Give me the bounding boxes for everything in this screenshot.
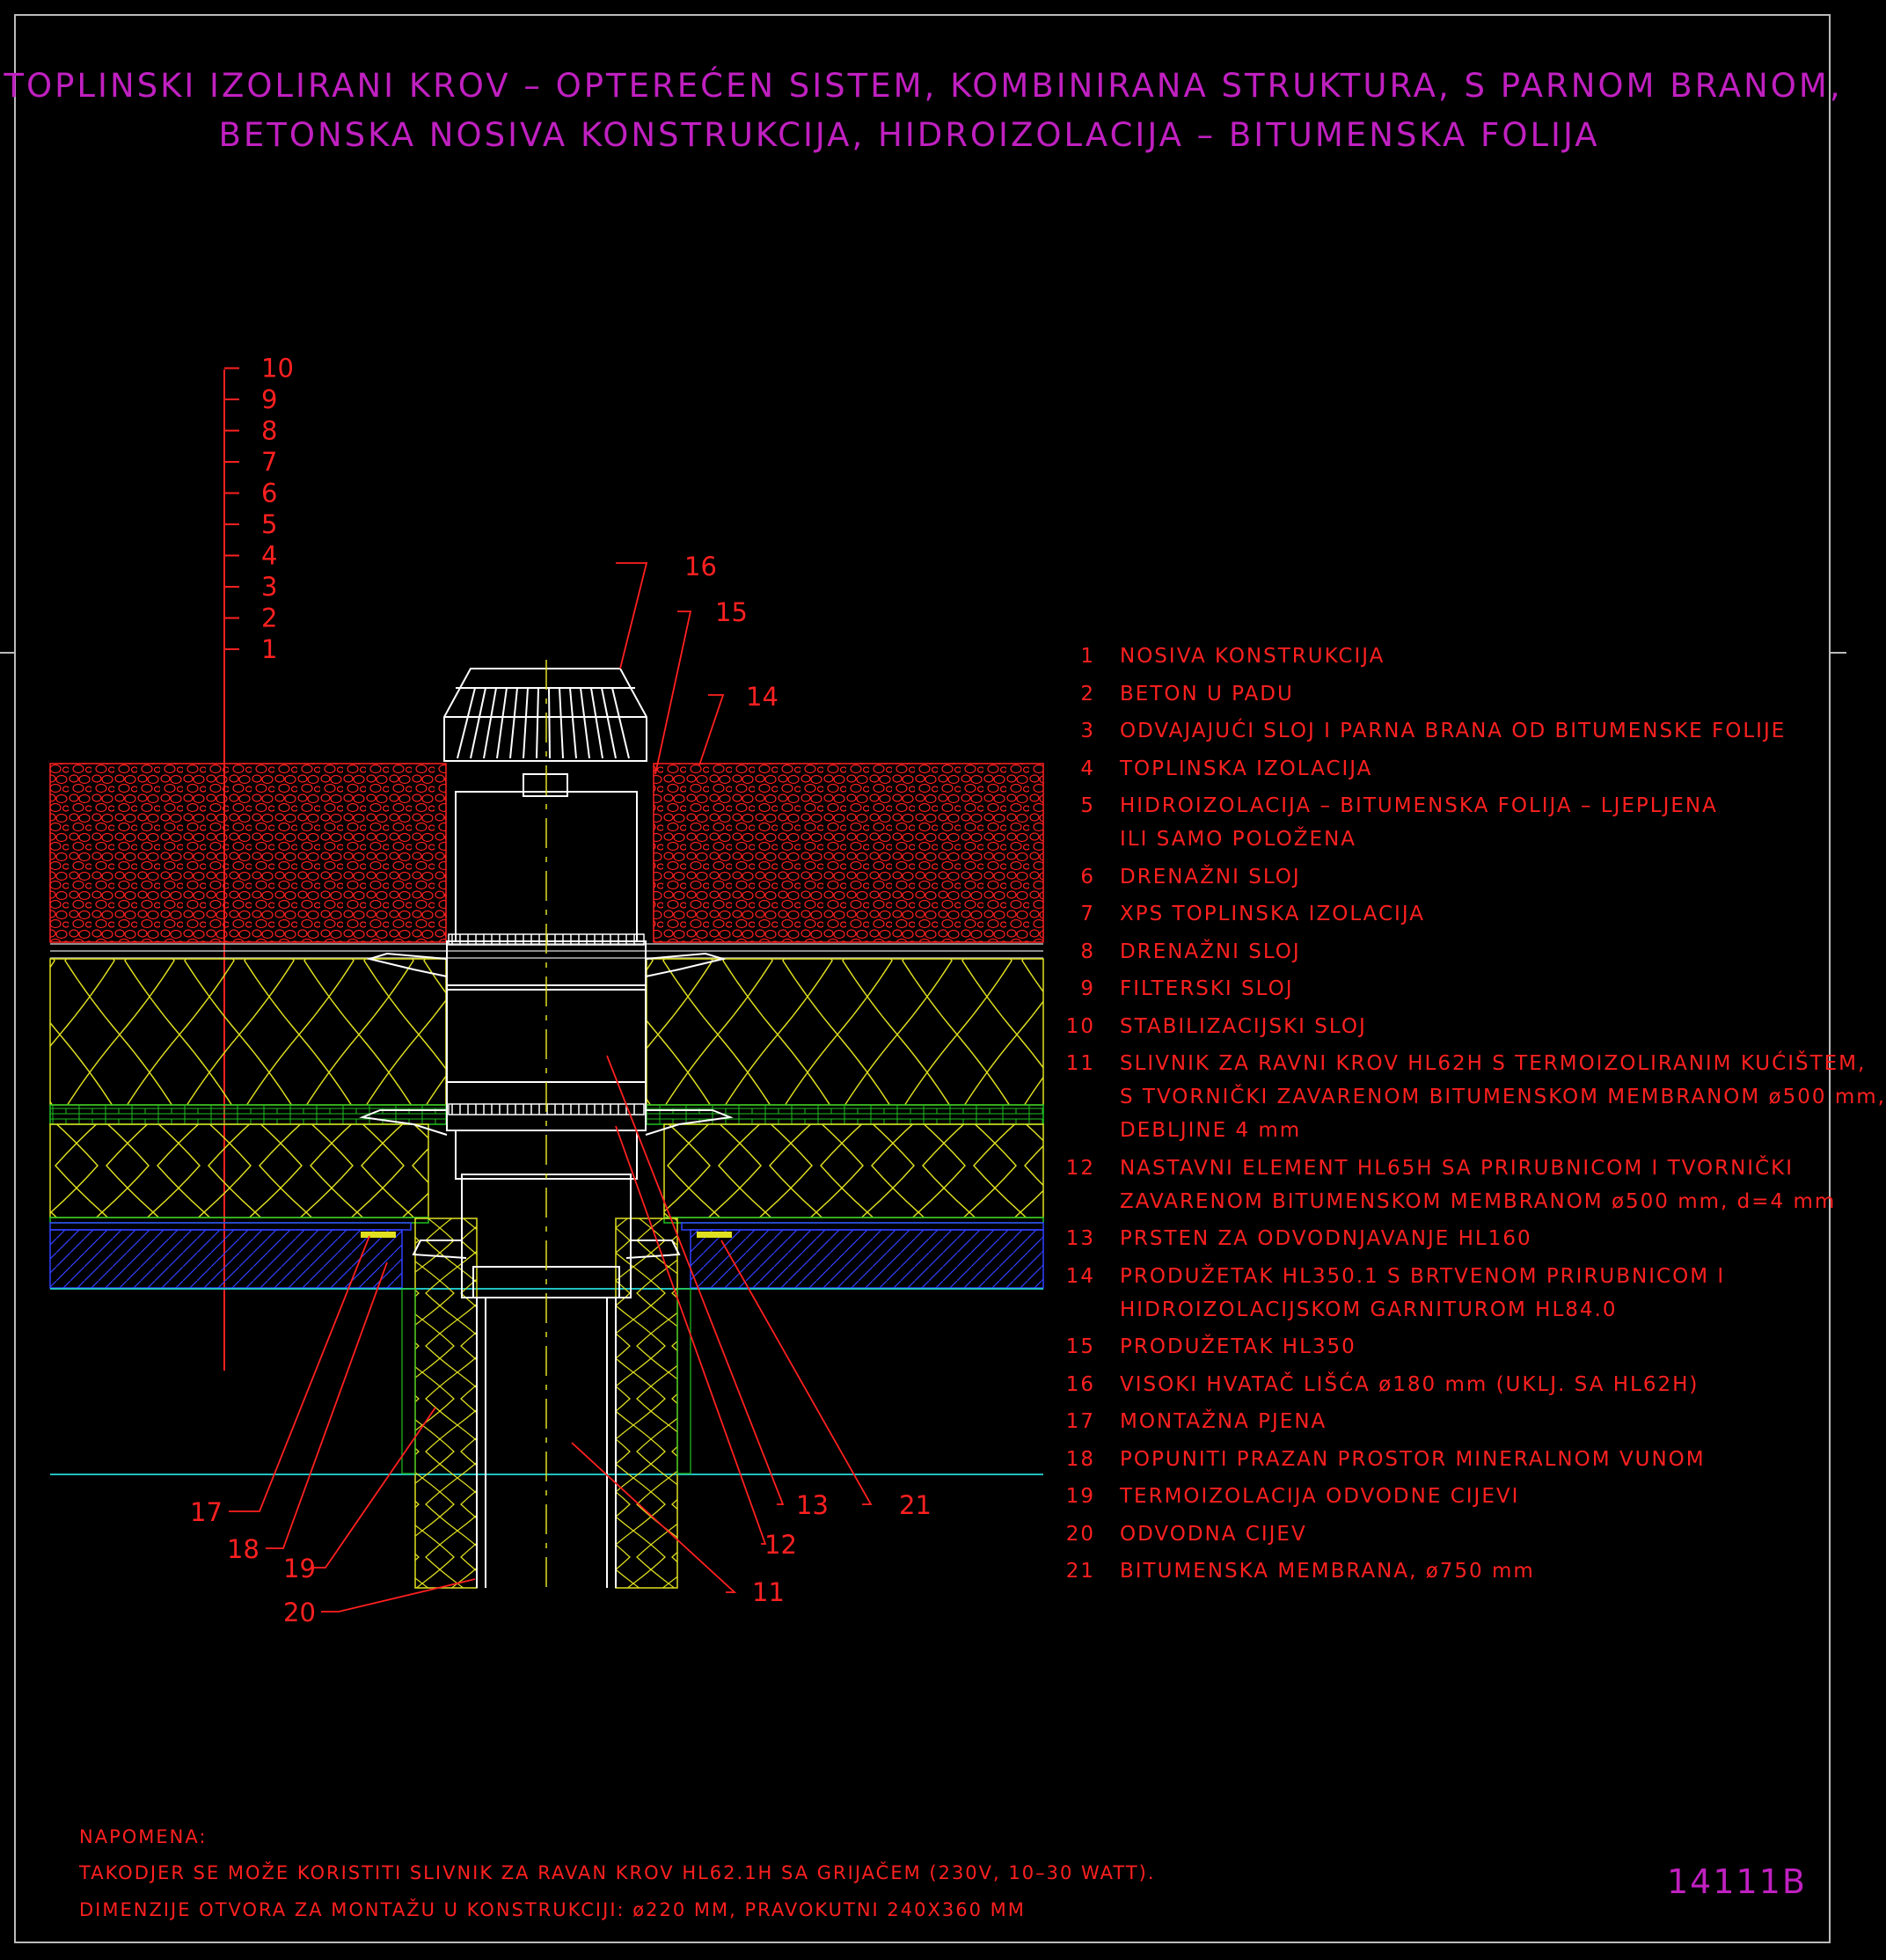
- drainage-ring-left: [361, 1232, 396, 1238]
- legend-text: STABILIZACIJSKI SLOJ: [1120, 1014, 1367, 1038]
- legend-text: ILI SAMO POLOŽENA: [1120, 828, 1357, 851]
- legend-number: 10: [1065, 1014, 1095, 1038]
- legend-text: NOSIVA KONSTRUKCIJA: [1120, 645, 1385, 668]
- legend-text: PRODUŽETAK HL350.1 S BRTVENOM PRIRUBNICO…: [1120, 1264, 1726, 1288]
- legend-number: 13: [1065, 1227, 1095, 1250]
- concrete-slope-right: [690, 1229, 1044, 1289]
- scale-label-4: 4: [261, 541, 277, 571]
- legend-number: 9: [1080, 977, 1095, 1000]
- callout-21: 21: [899, 1490, 932, 1520]
- scale-label-5: 5: [261, 509, 277, 539]
- legend-text: PRSTEN ZA ODVODNJAVANJE HL160: [1120, 1227, 1532, 1250]
- callout-labels: 11 12 13 14 15 16 17 18 19 20 21: [190, 552, 932, 1627]
- legend-number: 7: [1080, 903, 1095, 925]
- thermal-insulation-right: [663, 1123, 1044, 1218]
- drawing-number: 14111B: [1667, 1862, 1807, 1901]
- pipe-insulation-left: [414, 1218, 478, 1589]
- legend-text: MONTAŽNA PJENA: [1120, 1410, 1327, 1433]
- xps-insulation-right: [646, 958, 1044, 1106]
- scale-label-6: 6: [261, 479, 277, 508]
- legend-number: 1: [1080, 645, 1095, 668]
- legend-number: 17: [1065, 1410, 1095, 1433]
- thermal-insulation-left: [49, 1123, 429, 1218]
- callout-12: 12: [764, 1530, 797, 1560]
- legend-text: PRODUŽETAK HL350: [1120, 1335, 1356, 1358]
- note-line-1: TAKODJER SE MOŽE KORISTITI SLIVNIK ZA RA…: [79, 1862, 1156, 1883]
- drainage-ring-right: [697, 1232, 732, 1238]
- legend-text: XPS TOPLINSKA IZOLACIJA: [1120, 903, 1425, 925]
- legend-text: SLIVNIK ZA RAVNI KROV HL62H S TERMOIZOLI…: [1120, 1052, 1867, 1075]
- legend-number: 20: [1065, 1522, 1095, 1546]
- legend-number: 5: [1080, 794, 1095, 817]
- vapour-barrier-left: [49, 1222, 412, 1231]
- legend-text: HIDROIZOLACIJSKOM GARNITUROM HL84.0: [1120, 1298, 1618, 1321]
- waterproofing-left: [49, 1217, 429, 1224]
- legend-number: 4: [1080, 757, 1095, 780]
- legend-text: TOPLINSKA IZOLACIJA: [1120, 757, 1373, 780]
- legend-number: 12: [1065, 1156, 1095, 1180]
- legend-number: 8: [1080, 940, 1095, 963]
- leaf-guard: [443, 668, 647, 797]
- waterproofing-right: [663, 1217, 1044, 1224]
- legend-text: NASTAVNI ELEMENT HL65H SA PRIRUBNICOM I …: [1120, 1156, 1794, 1180]
- mineral-wool-left: [401, 1288, 416, 1474]
- legend-text: BITUMENSKA MEMBRANA, ø750 mm: [1120, 1560, 1535, 1583]
- scale-label-9: 9: [261, 384, 277, 414]
- legend-text: DEBLJINE 4 mm: [1120, 1119, 1302, 1142]
- callout-20: 20: [283, 1598, 316, 1627]
- callout-11: 11: [752, 1577, 785, 1607]
- scale-label-10: 10: [261, 354, 294, 384]
- callout-18: 18: [227, 1534, 260, 1564]
- title-line-2: BETONSKA NOSIVA KONSTRUKCIJA, HIDROIZOLA…: [218, 116, 1600, 154]
- legend-number: 15: [1065, 1335, 1095, 1358]
- callout-14: 14: [746, 682, 779, 712]
- legend-number: 18: [1065, 1447, 1095, 1471]
- scale-label-1: 1: [261, 634, 277, 664]
- callout-13: 13: [796, 1490, 829, 1520]
- callout-15: 15: [715, 597, 748, 627]
- drawing-frame: [14, 14, 1831, 1943]
- legend-text: ODVODNA CIJEV: [1120, 1522, 1307, 1546]
- legend-text: VISOKI HVATAČ LIŠĆA ø180 mm (UKLJ. SA HL…: [1120, 1372, 1700, 1396]
- scale-label-7: 7: [261, 447, 277, 477]
- legend-number: 2: [1080, 682, 1095, 706]
- legend-text: FILTERSKI SLOJ: [1120, 977, 1294, 1000]
- gravel-layer-left: [49, 763, 447, 943]
- scale-label-2: 2: [261, 603, 277, 633]
- legend-number: 6: [1080, 865, 1095, 889]
- mineral-wool-right: [676, 1288, 691, 1474]
- frame-tick-right: [1831, 652, 1846, 654]
- legend-number: 19: [1065, 1485, 1095, 1508]
- gravel-layer-right: [653, 763, 1044, 943]
- legend-text: TERMOIZOLACIJA ODVODNE CIJEVI: [1120, 1485, 1520, 1508]
- note-heading: NAPOMENA:: [79, 1826, 208, 1847]
- concrete-slope-left: [49, 1229, 403, 1289]
- legend-text: BETON U PADU: [1120, 682, 1294, 706]
- legend-text: S TVORNIČKI ZAVARENOM BITUMENSKOM MEMBRA…: [1120, 1086, 1886, 1108]
- callout-17: 17: [190, 1497, 223, 1527]
- legend-number: 14: [1065, 1264, 1095, 1288]
- legend-text: HIDROIZOLACIJA – BITUMENSKA FOLIJA – LJE…: [1120, 794, 1718, 817]
- title-line-1: TOPLINSKI IZOLIRANI KROV – OPTEREĆEN SIS…: [4, 67, 1843, 105]
- legend-number: 16: [1065, 1372, 1095, 1396]
- vapour-barrier-right: [681, 1222, 1044, 1231]
- scale-label-3: 3: [261, 572, 277, 602]
- legend-text: DRENAŽNI SLOJ: [1120, 940, 1301, 963]
- legend-text: ZAVARENOM BITUMENSKOM MEMBRANOM ø500 mm,…: [1120, 1189, 1837, 1213]
- leader-lines: [229, 562, 873, 1613]
- callout-16: 16: [684, 552, 717, 581]
- legend-text: ODVAJAJUĆI SLOJ I PARNA BRANA OD BITUMEN…: [1120, 720, 1787, 742]
- legend-text: DRENAŽNI SLOJ: [1120, 865, 1301, 889]
- xps-insulation-left: [49, 958, 447, 1106]
- pipe-insulation-right: [615, 1218, 678, 1589]
- legend-text: POPUNITI PRAZAN PROSTOR MINERALNOM VUNOM: [1120, 1447, 1706, 1471]
- callout-19: 19: [283, 1554, 316, 1583]
- frame-tick-left: [0, 652, 14, 654]
- legend-number: 3: [1080, 720, 1095, 742]
- legend-number: 11: [1065, 1052, 1095, 1075]
- legend-number: 21: [1065, 1560, 1095, 1583]
- note-line-2: DIMENZIJE OTVORA ZA MONTAŽU U KONSTRUKCI…: [79, 1899, 1026, 1920]
- scale-label-8: 8: [261, 416, 277, 446]
